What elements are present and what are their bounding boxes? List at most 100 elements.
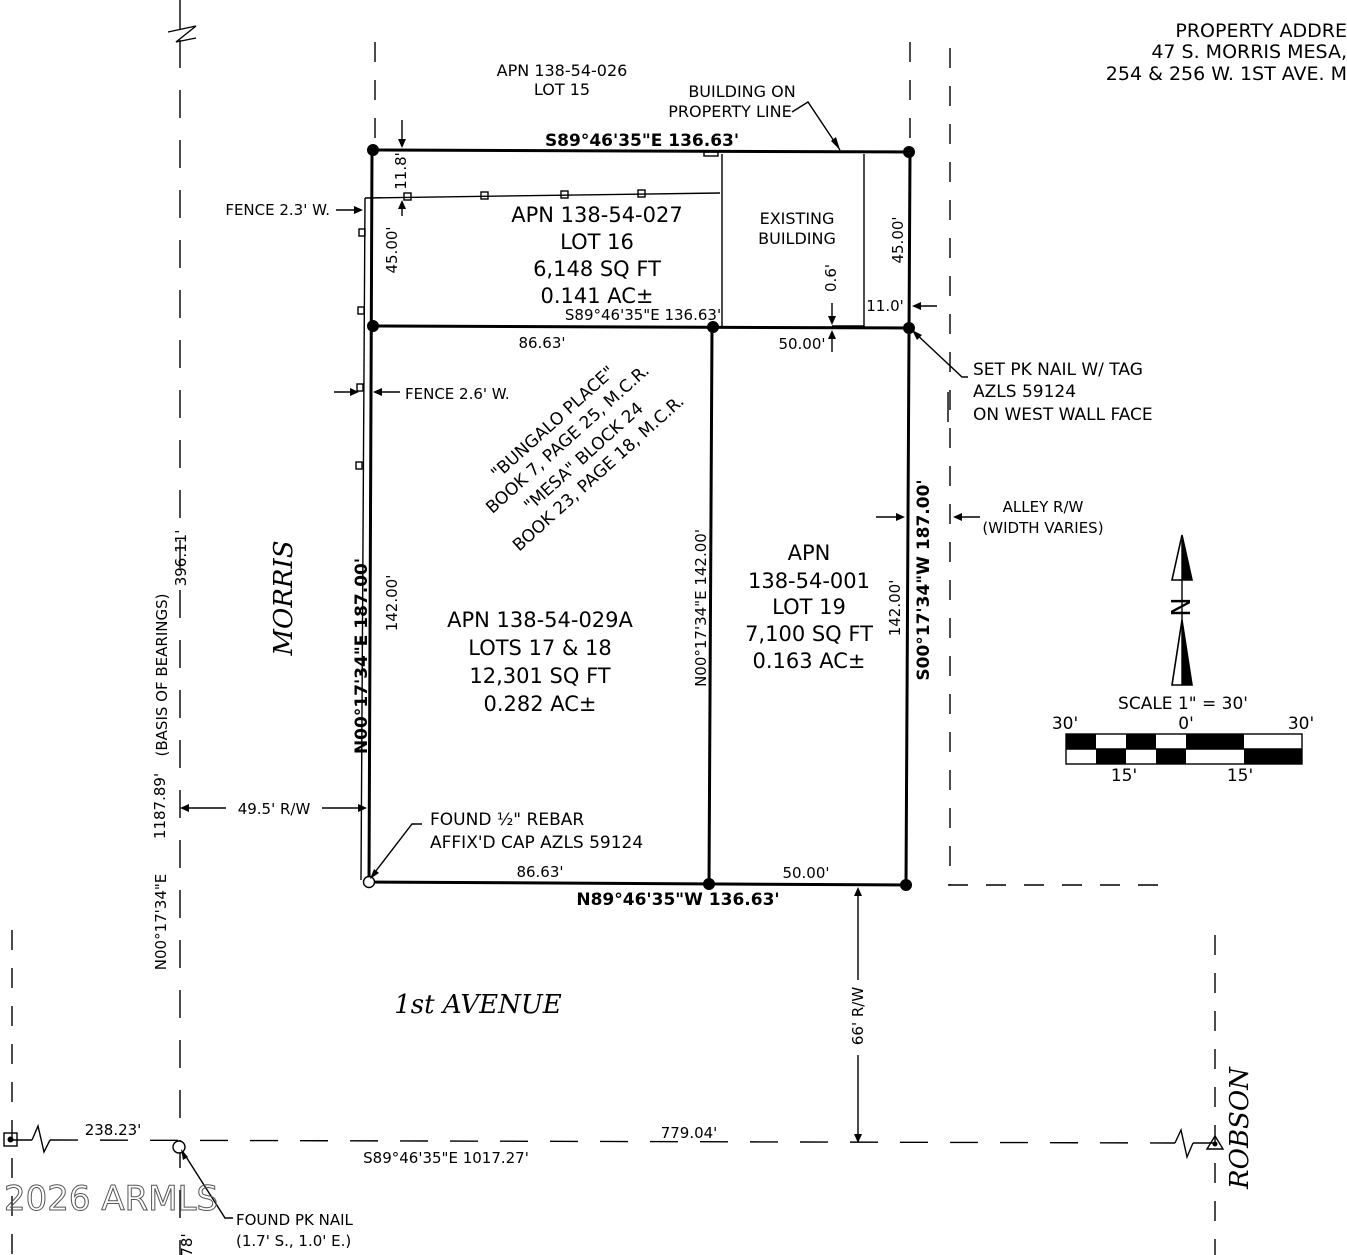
dim-west-142: 142.00' — [383, 575, 401, 632]
found-pk-nail-icon — [172, 1140, 186, 1154]
pk-nail-note: SET PK NAIL W/ TAG AZLS 59124 ON WEST WA… — [912, 330, 1153, 425]
dim-86-63-bottom: 86.63' — [516, 863, 563, 881]
south-line-bearing: N89°46'35"W 136.63' — [576, 890, 779, 910]
building-on-line-note: BUILDING ON PROPERTY LINE — [668, 82, 841, 151]
lot1718-lots: LOTS 17 & 18 — [468, 636, 611, 660]
title-line-3: 254 & 256 W. 1ST AVE. M — [1106, 63, 1347, 85]
lot16-south-line — [371, 324, 909, 330]
lot16-sqft: 6,148 SQ FT — [533, 257, 661, 281]
lot16-acres: 0.141 AC± — [540, 284, 653, 308]
west-line-bearing: N00°17'34"E 187.00' — [352, 558, 372, 754]
watermark: 2026 ARMLS — [4, 1179, 218, 1219]
robson-street-label: ROBSON — [1225, 1066, 1255, 1190]
monument-w-mid — [367, 320, 379, 332]
monument-e-mid — [903, 322, 915, 334]
found-pk-note: FOUND PK NAIL (1.7' S., 1.0' E.) — [181, 1149, 354, 1250]
monument-distance-right: 779.04' — [661, 1124, 718, 1142]
subdivision-reference: "BUNGALO PLACE" BOOK 7, PAGE 25, M.C.R. … — [482, 361, 688, 556]
found-rebar-icon — [362, 875, 376, 889]
monument-west-dot — [7, 1136, 14, 1143]
rw-49-label: 49.5' R/W — [238, 800, 311, 818]
monument-center-bottom — [703, 878, 715, 890]
monument-distance-left: 238.23' — [85, 1121, 142, 1139]
lot19-apn: APN — [788, 541, 831, 565]
north-letter: N — [1167, 597, 1197, 616]
fence-lines — [355, 189, 721, 881]
adjacent-lot: LOT 15 — [534, 80, 590, 99]
found-pk-line-2: (1.7' S., 1.0' E.) — [236, 1232, 351, 1250]
dim-east-142: 142.00' — [886, 580, 904, 637]
alley-note-line-2: (WIDTH VARIES) — [982, 519, 1103, 537]
dim-0-6-leader: 0.6' — [822, 264, 840, 352]
monument-east-icon — [1205, 1134, 1225, 1150]
lot1718-sqft: 12,301 SQ FT — [469, 664, 610, 688]
lot19-acres: 0.163 AC± — [752, 649, 865, 673]
monument-se — [900, 879, 912, 891]
scale-right: 30' — [1288, 714, 1314, 734]
existing-building: EXISTING BUILDING — [703, 151, 865, 327]
building-note-line-1: BUILDING ON — [688, 82, 795, 101]
north-line-bearing: S89°46'35"E 136.63' — [545, 131, 739, 151]
dim-11-0: 11.0' — [866, 297, 904, 315]
existing-building-line-2: BUILDING — [758, 229, 836, 248]
basis-of-bearings-label: (BASIS OF BEARINGS) — [153, 594, 171, 757]
scale-zero: 0' — [1178, 714, 1194, 734]
lot-19-label: APN 138-54-001 LOT 19 7,100 SQ FT 0.163 … — [745, 541, 873, 673]
found-pk-line-1: FOUND PK NAIL — [236, 1211, 354, 1229]
basis-bearing: N00°17'34"E — [152, 874, 170, 970]
lot19-lot: LOT 19 — [772, 595, 846, 619]
rebar-note-line-2: AFFIX'D CAP AZLS 59124 — [430, 833, 643, 853]
monument-line — [3, 1123, 1225, 1160]
fence-note-2-text: FENCE 2.6' W. — [405, 385, 510, 403]
dim-11-8-leader: 11.8' — [392, 120, 410, 216]
fence-note-2: FENCE 2.6' W. — [334, 385, 510, 403]
monument-ne — [903, 146, 915, 158]
lot16-apn: APN 138-54-027 — [511, 203, 682, 227]
rebar-note: FOUND ½" REBAR AFFIX'D CAP AZLS 59124 — [370, 810, 643, 879]
pk-nail-note-line-3: ON WEST WALL FACE — [973, 405, 1153, 425]
rw-66-dimension: 66' R/W — [849, 887, 867, 1143]
rw-66-label: 66' R/W — [849, 987, 867, 1045]
basis-partial-distance: 78' — [178, 1233, 196, 1255]
lot1718-acres: 0.282 AC± — [483, 692, 596, 716]
dim-west-45: 45.00' — [383, 226, 401, 273]
corner-monuments — [362, 144, 915, 891]
rw-49-dimension: 49.5' R/W — [180, 800, 367, 818]
dim-11-8: 11.8' — [392, 152, 410, 190]
mid-line-bearing: S89°46'35"E 136.63' — [565, 306, 721, 324]
morris-street-label: MORRIS — [269, 540, 299, 656]
dim-11-0-leader: 11.0' — [866, 297, 937, 315]
dim-86-63-top: 86.63' — [518, 334, 565, 352]
first-avenue-label: 1st AVENUE — [394, 990, 561, 1020]
fence-note-1: FENCE 2.3' W. — [225, 201, 363, 219]
rebar-note-line-1: FOUND ½" REBAR — [430, 810, 584, 830]
scale-bar: SCALE 1" = 30' 30' 0' 30' 15' 15' — [1052, 694, 1314, 786]
dim-50-bottom: 50.00' — [782, 864, 829, 882]
existing-building-line-1: EXISTING — [760, 209, 835, 228]
title-line-1: PROPERTY ADDRE — [1175, 20, 1347, 42]
lot-17-18-label: APN 138-54-029A LOTS 17 & 18 12,301 SQ F… — [447, 608, 633, 716]
pk-nail-note-line-1: SET PK NAIL W/ TAG — [973, 360, 1143, 380]
basis-distance-396: 396.11' — [172, 530, 190, 587]
dim-east-45: 45.00' — [889, 216, 907, 263]
scale-left: 30' — [1052, 714, 1078, 734]
center-line-bearing: N00°17'34"E 142.00' — [692, 529, 710, 687]
title-line-2: 47 S. MORRIS MESA, — [1151, 41, 1347, 63]
scale-tick-2: 15' — [1227, 766, 1253, 786]
morris-centerline — [167, 0, 197, 1255]
lot19-sqft: 7,100 SQ FT — [745, 622, 873, 646]
dim-50-top: 50.00' — [778, 335, 825, 353]
scale-tick-1: 15' — [1111, 766, 1137, 786]
dim-0-6: 0.6' — [822, 264, 840, 292]
lot16-lot: LOT 16 — [560, 230, 634, 254]
basis-distance-1187: 1187.89' — [151, 773, 169, 839]
alley-note: ALLEY R/W (WIDTH VARIES) — [876, 498, 1104, 537]
lot19-apn-number: 138-54-001 — [748, 569, 870, 593]
pk-nail-note-line-2: AZLS 59124 — [973, 382, 1076, 402]
monument-center-top — [707, 321, 719, 333]
monument-nw — [367, 144, 379, 156]
lot19-west-line — [707, 326, 714, 885]
lot1718-apn: APN 138-54-029A — [447, 608, 633, 632]
alley-note-line-1: ALLEY R/W — [1003, 498, 1084, 516]
